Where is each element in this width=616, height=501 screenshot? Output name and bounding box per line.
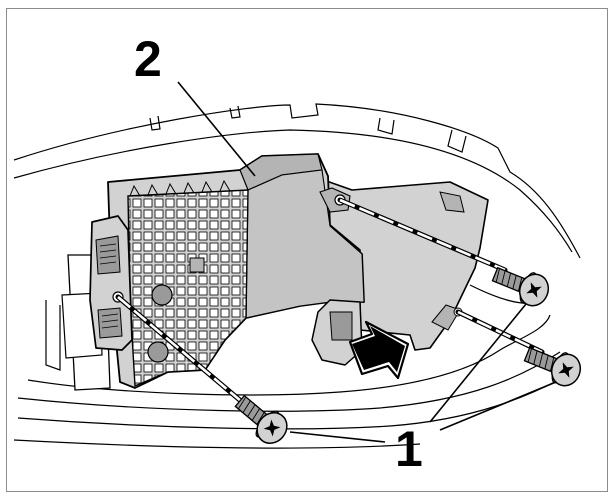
trim-panel <box>13 103 581 449</box>
torx-screw-icon <box>234 394 288 444</box>
installation-direction-arrow <box>348 320 410 380</box>
torx-screw-icon <box>491 266 550 307</box>
control-module-front-body <box>107 153 365 389</box>
torx-screw-icon <box>523 346 582 387</box>
leader-lines <box>177 81 557 443</box>
retaining-clip <box>311 299 363 366</box>
connector-end-cap <box>89 215 133 351</box>
callout-module-number: 2 <box>134 31 162 87</box>
callout-screw-number: 1 <box>395 421 423 477</box>
